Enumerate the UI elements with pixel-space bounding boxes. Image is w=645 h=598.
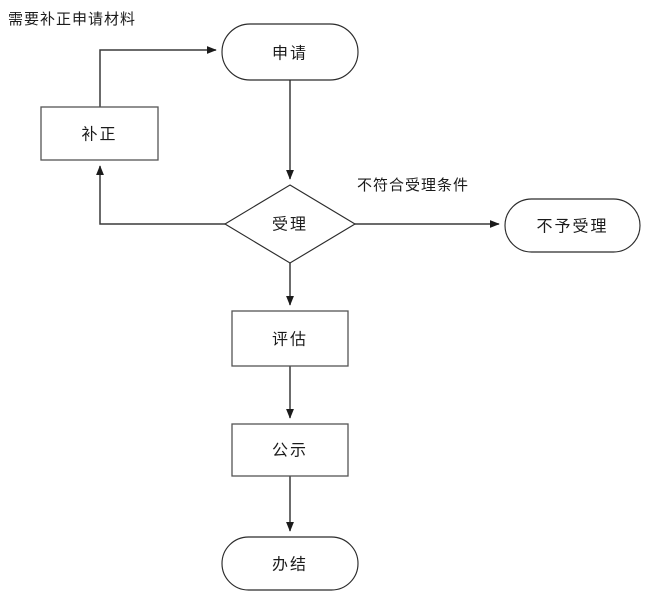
node-assess[interactable]: 评估: [231, 310, 349, 367]
node-accept[interactable]: 受理: [223, 184, 357, 264]
edge-label-not-qualified: 不符合受理条件: [357, 176, 469, 194]
edge-label-need-amend: 需要补正申请材料: [8, 10, 136, 28]
node-complete[interactable]: 办结: [221, 536, 359, 591]
node-amend[interactable]: 补正: [40, 106, 159, 161]
node-publish-label: 公示: [272, 441, 308, 460]
node-publish[interactable]: 公示: [231, 423, 349, 477]
node-amend-label: 补正: [81, 125, 117, 144]
node-reject-label: 不予受理: [536, 217, 608, 236]
edge-accept-to-amend: [96, 165, 225, 225]
edge-amend-to-apply: [99, 46, 217, 107]
node-complete-label: 办结: [272, 555, 308, 574]
node-apply[interactable]: 申请: [221, 23, 359, 81]
node-accept-label: 受理: [272, 215, 308, 234]
node-reject[interactable]: 不予受理: [504, 198, 641, 253]
node-assess-label: 评估: [272, 330, 308, 349]
node-apply-label: 申请: [272, 44, 308, 63]
